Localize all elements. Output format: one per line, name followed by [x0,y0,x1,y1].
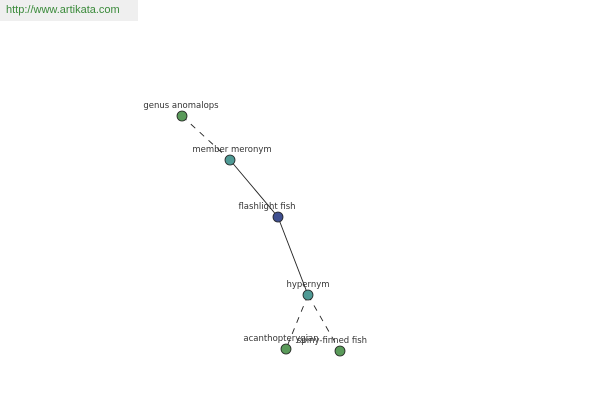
node-marker[interactable] [272,211,284,223]
node-spiny-finned-fish[interactable]: spiny-finned fish [297,336,367,357]
node-flashlight-fish[interactable]: flashlight fish [238,202,296,223]
edge-member-meronym-to-flashlight-fish [229,159,279,218]
node-label: genus anomalops [143,101,219,111]
node-label: spiny-finned fish [297,336,367,346]
node-marker[interactable] [302,289,314,301]
node-label: member meronym [192,145,271,155]
node-acanthopterygian[interactable]: acanthopterygian [243,334,319,355]
edges-layer [181,115,341,352]
node-marker[interactable] [176,110,188,122]
node-label: acanthopterygian [243,334,318,344]
site-watermark: http://www.artikata.com [0,0,138,21]
edge-hypernym-to-acanthopterygian [285,294,309,350]
node-marker[interactable] [224,154,236,166]
nodes-layer: genus anomalops member meronym flashlight … [143,101,367,357]
node-member-meronym[interactable]: member meronym [192,145,272,166]
edge-hypernym-to-spiny-finned-fish [307,294,341,352]
node-genus-anomalops[interactable]: genus anomalops [143,101,219,122]
node-label: flashlight fish [238,202,295,212]
node-hypernym[interactable]: hypernym [286,280,330,301]
node-marker[interactable] [334,345,346,357]
node-marker[interactable] [280,343,292,355]
node-label: hypernym [286,280,329,290]
edge-flashlight-fish-to-hypernym [277,216,309,296]
